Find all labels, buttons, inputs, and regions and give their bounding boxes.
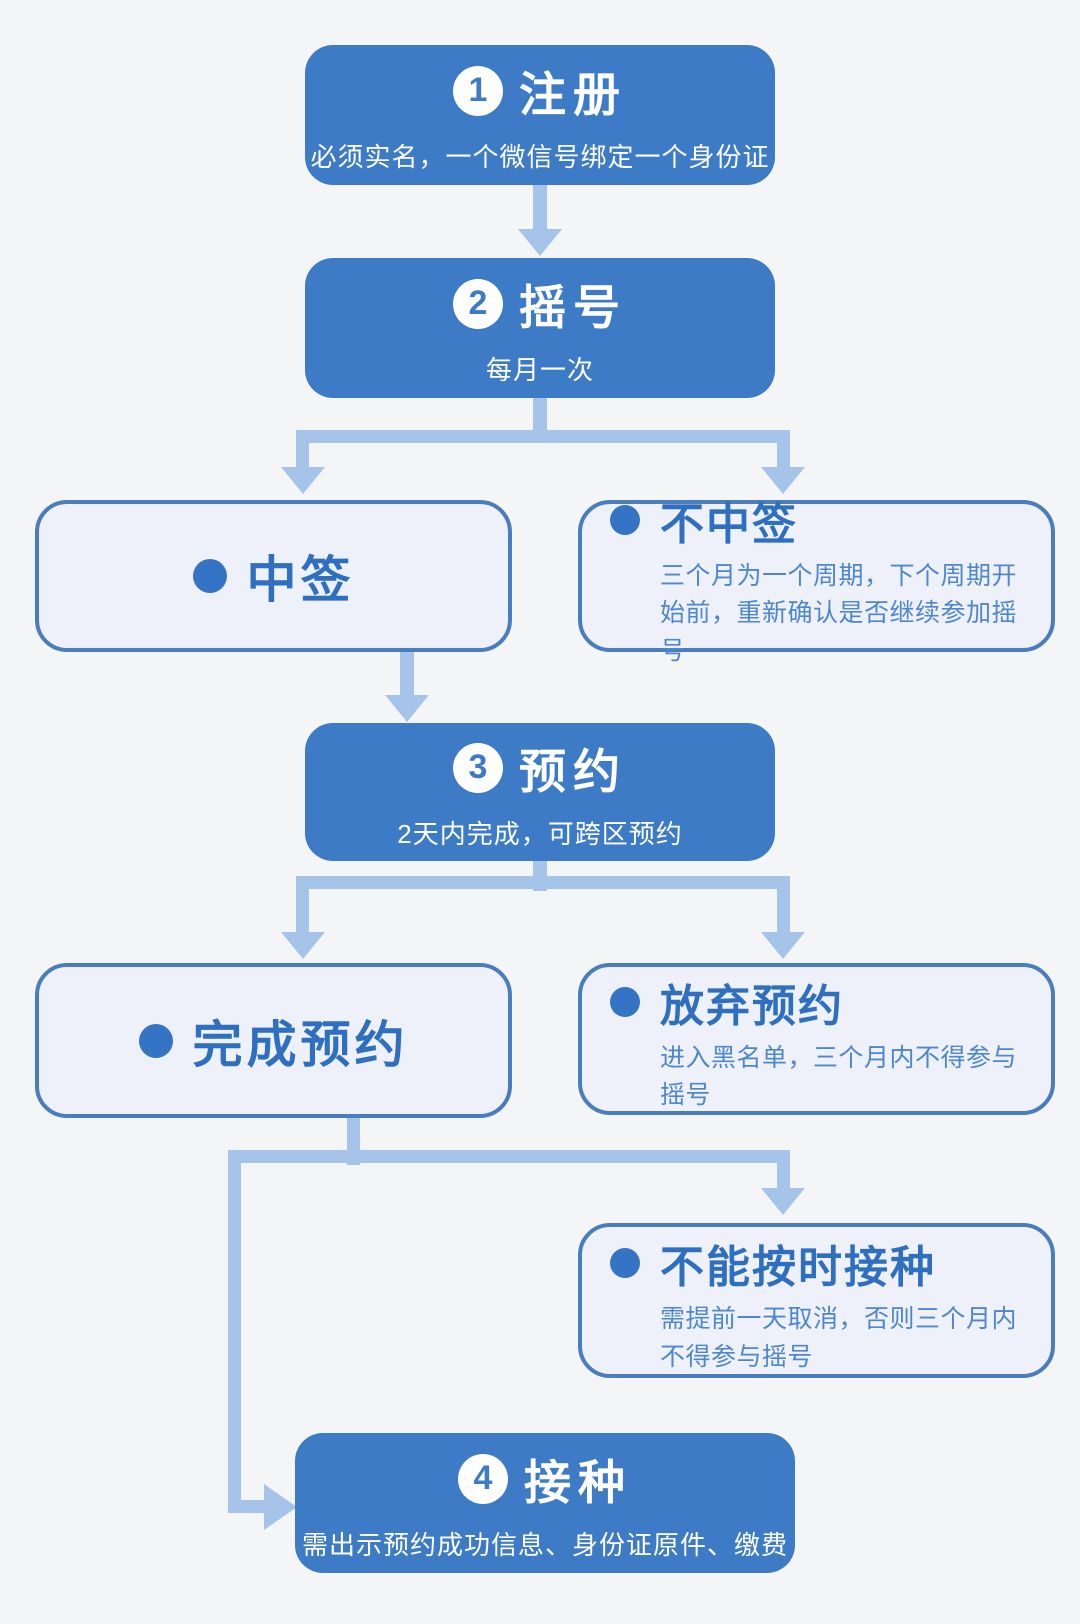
step-booking-subtitle: 2天内完成，可跨区预约 (397, 819, 683, 849)
outcome-cannot-attend-body: 需提前一天取消，否则三个月内不得参与摇号 (660, 1305, 1018, 1371)
outcome-cannot-attend-title-row: 不能按时接种 (610, 1231, 1033, 1295)
outcome-abandon-body: 进入黑名单，三个月内不得参与摇号 (660, 1043, 1018, 1110)
bullet-icon (192, 559, 227, 593)
arrow-win-to-booking (385, 650, 429, 722)
outcome-win-title-row: 中签 (192, 540, 355, 612)
bullet-icon (610, 504, 640, 535)
bullet-icon (610, 1248, 640, 1278)
bullet-icon (138, 1023, 173, 1058)
outcome-lose-body: 三个月为一个周期，下个周期开始前，重新确认是否继续参加摇号 (660, 561, 1018, 665)
step-register-subtitle: 必须实名，一个微信号绑定一个身份证 (310, 142, 770, 172)
outcome-win-title: 中签 (246, 552, 355, 608)
step-1-number-badge: 1 (453, 65, 503, 116)
step-register-title: 注册 (519, 68, 627, 121)
arrow-register-to-lottery (518, 185, 562, 256)
step-vaccinate-box: 4 接种 需出示预约成功信息、身份证原件、缴费 (295, 1433, 795, 1573)
step-vaccinate-title-row: 4 接种 (458, 1444, 632, 1513)
step-booking-title: 预约 (519, 745, 627, 798)
step-vaccinate-subtitle: 需出示预约成功信息、身份证原件、缴费 (302, 1530, 789, 1560)
outcome-lose-title: 不中签 (660, 499, 798, 549)
outcome-lose-box: 不中签 三个月为一个周期，下个周期开始前，重新确认是否继续参加摇号 (578, 500, 1055, 665)
outcome-win-box: 中签 (35, 500, 512, 652)
step-booking-box: 3 预约 2天内完成，可跨区预约 (305, 723, 775, 861)
outcome-booked-box: 完成预约 (35, 963, 512, 1118)
step-lottery-title-row: 2 摇号 (453, 269, 627, 338)
step-2-number-badge: 2 (453, 278, 503, 329)
step-lottery-title: 摇号 (519, 281, 627, 334)
bullet-icon (610, 986, 640, 1017)
outcome-booked-title-row: 完成预约 (138, 1005, 409, 1077)
outcome-abandon-title: 放弃预约 (660, 981, 844, 1031)
step-booking-title-row: 3 预约 (453, 733, 627, 802)
step-3-number-badge: 3 (453, 742, 503, 793)
arrow-booked-elbow-split (228, 1118, 805, 1530)
outcome-abandon-box: 放弃预约 进入黑名单，三个月内不得参与摇号 (578, 963, 1055, 1115)
step-register-title-row: 1 注册 (453, 56, 627, 125)
step-register-box: 1 注册 必须实名，一个微信号绑定一个身份证 (305, 45, 775, 185)
step-lottery-subtitle: 每月一次 (485, 355, 594, 385)
outcome-lose-title-row: 不中签 (610, 488, 1033, 552)
step-4-number-badge: 4 (458, 1453, 508, 1504)
arrow-lottery-split (281, 398, 805, 494)
outcome-cannot-attend-title: 不能按时接种 (660, 1243, 936, 1292)
step-lottery-box: 2 摇号 每月一次 (305, 258, 775, 398)
arrow-booking-split (281, 861, 805, 959)
outcome-abandon-title-row: 放弃预约 (610, 970, 1033, 1034)
outcome-booked-title: 完成预约 (192, 1016, 409, 1073)
step-vaccinate-title: 接种 (524, 1456, 632, 1509)
outcome-cannot-attend-box: 不能按时接种 需提前一天取消，否则三个月内不得参与摇号 (578, 1223, 1055, 1378)
